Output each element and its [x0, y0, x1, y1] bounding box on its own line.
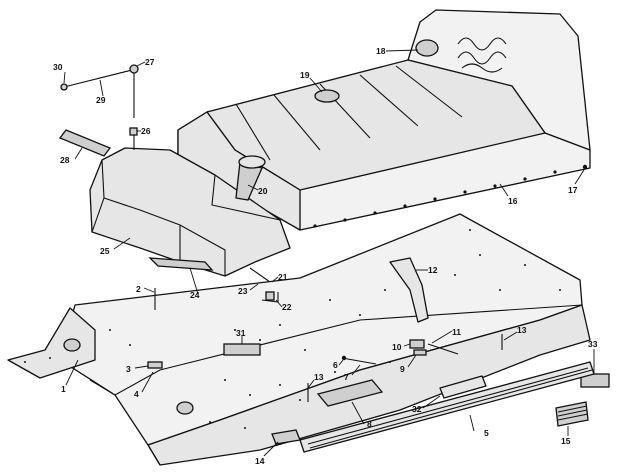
cable-29	[63, 69, 133, 88]
callout-7: 7	[344, 372, 349, 382]
decal-28	[58, 129, 112, 157]
callout-17: 17	[568, 185, 578, 195]
callout-1: 1	[61, 384, 66, 394]
backrest-badge-18	[415, 39, 439, 57]
callout-31: 31	[236, 328, 246, 338]
fuel-tank-contours	[91, 159, 281, 276]
cable-assembly	[60, 64, 139, 150]
callout-29: 29	[96, 95, 106, 105]
callout-8: 8	[367, 419, 372, 429]
callout-5: 5	[484, 428, 489, 438]
callout-15: 15	[561, 436, 571, 446]
fuel-cap	[238, 155, 266, 169]
callout-30: 30	[53, 62, 63, 72]
tank-strap-24	[148, 257, 214, 271]
small-hardware	[147, 288, 503, 402]
seat-badge-19	[314, 89, 340, 103]
callout-9: 9	[400, 364, 405, 374]
backrest-emblem-swirls	[457, 37, 507, 73]
decal-31	[223, 343, 261, 356]
callout-16: 16	[508, 196, 518, 206]
callout-28: 28	[60, 155, 70, 165]
callout-21: 21	[278, 272, 288, 282]
decal-8	[316, 379, 384, 407]
callout-22: 22	[282, 302, 292, 312]
grommet-26	[129, 127, 138, 136]
callout-25: 25	[100, 246, 110, 256]
body-pan-fold-lines	[89, 304, 583, 466]
seat-screw-17	[582, 164, 588, 170]
bracket-32	[439, 375, 487, 399]
callout-14: 14	[255, 456, 265, 466]
tank-bracket-23	[249, 267, 271, 283]
callout-19: 19	[300, 70, 310, 80]
callout-12: 12	[428, 265, 438, 275]
grille-15	[555, 401, 589, 427]
callout-4: 4	[134, 389, 139, 399]
body-pan	[7, 213, 591, 466]
callout-13-left: 13	[314, 372, 324, 382]
leader-lines	[63, 49, 595, 457]
seat-base-rivets	[313, 170, 557, 228]
callout-33: 33	[588, 339, 598, 349]
callout-26: 26	[141, 126, 151, 136]
callout-18: 18	[376, 46, 386, 56]
callout-13-right: 13	[517, 325, 527, 335]
callout-3: 3	[126, 364, 131, 374]
fuel-tank-assembly	[89, 147, 291, 283]
hinge-14	[271, 429, 301, 445]
callout-24: 24	[190, 290, 200, 300]
decal-33	[580, 373, 610, 388]
callout-2: 2	[136, 284, 141, 294]
seat-cushion-seams	[235, 65, 463, 161]
cable-fitting-27	[129, 64, 139, 74]
callout-27: 27	[145, 57, 155, 67]
callout-6: 6	[333, 360, 338, 370]
body-pan-left-wing	[7, 307, 96, 379]
callout-11: 11	[452, 327, 461, 337]
callout-20: 20	[258, 186, 268, 196]
callout-10: 10	[392, 342, 402, 352]
callout-23: 23	[238, 286, 248, 296]
grille-15-slats	[557, 405, 589, 421]
body-pan-holes	[63, 338, 194, 415]
callout-labels: 1 2 3 4 5 6 7 8 9 10 11 12 13 13 14 15 1…	[53, 46, 598, 466]
callout-32: 32	[412, 404, 422, 414]
cable-end-30	[60, 83, 68, 91]
strap-12	[389, 257, 429, 323]
